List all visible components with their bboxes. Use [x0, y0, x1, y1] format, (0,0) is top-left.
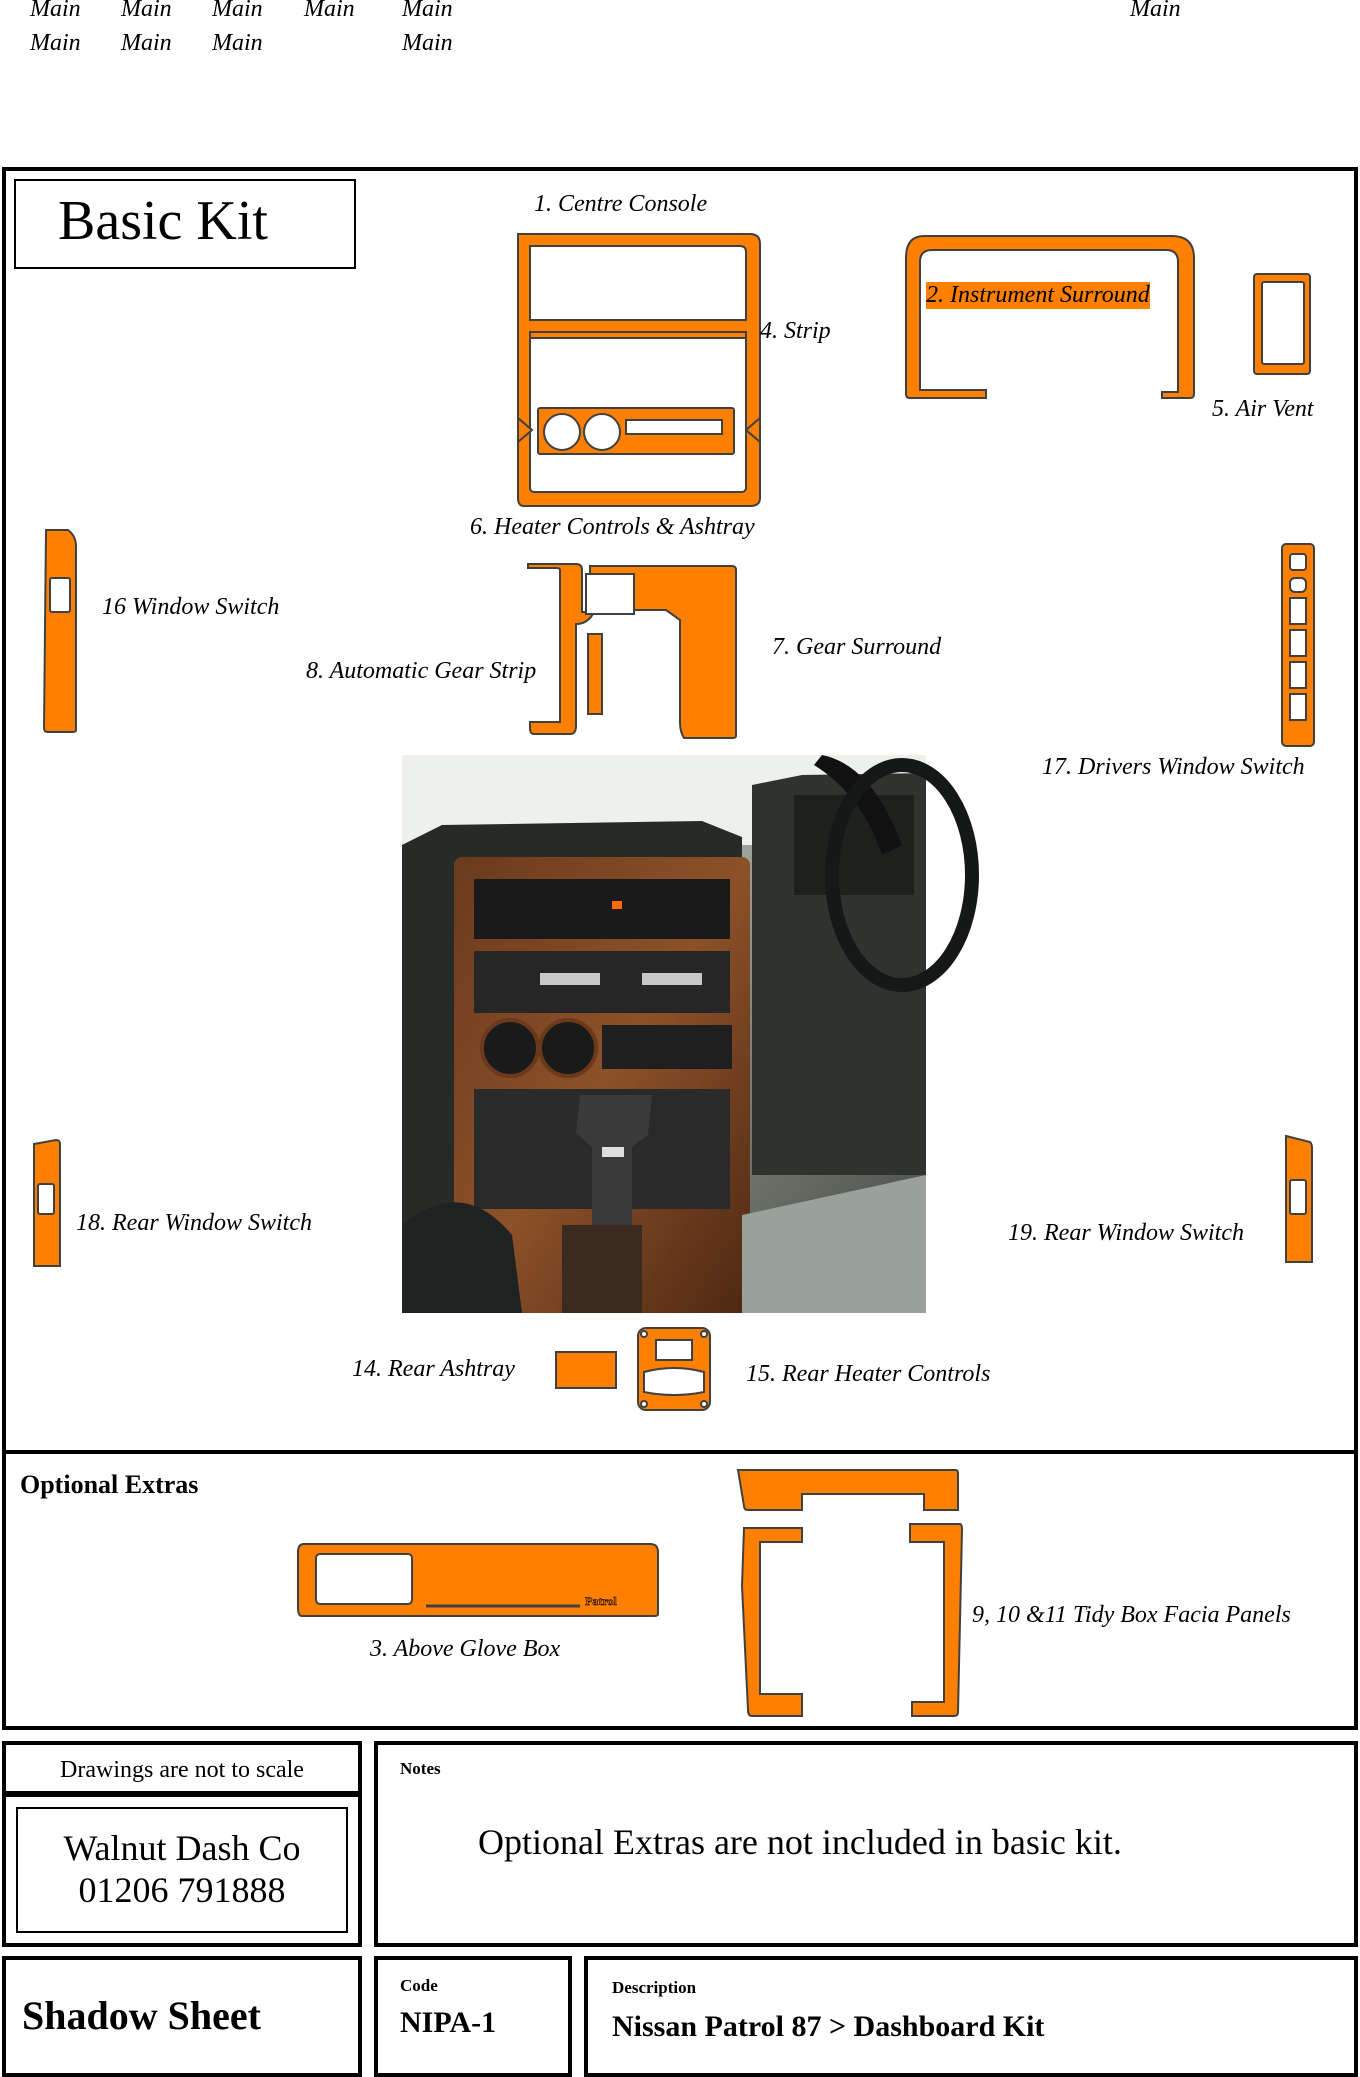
description-value: Nissan Patrol 87 > Dashboard Kit [612, 2010, 1045, 2043]
nav-link[interactable]: Main [30, 30, 81, 56]
glove-box-drawing [297, 1543, 659, 1617]
optional-extras-panel [2, 1450, 1358, 1730]
part-label: 9, 10 &11 Tidy Box Facia Panels [972, 1602, 1291, 1628]
company-phone: 01206 791888 [78, 1870, 286, 1910]
part-label: 15. Rear Heater Controls [746, 1361, 991, 1387]
part-label: 1. Centre Console [534, 191, 708, 217]
notes-heading: Notes [400, 1759, 441, 1778]
optional-extras-title: Optional Extras [20, 1470, 199, 1499]
part-label: 3. Above Glove Box [370, 1636, 561, 1662]
scale-note-box: Drawings are not to scale [2, 1741, 362, 1795]
code-heading: Code [400, 1976, 438, 1995]
nav-link[interactable]: Main [212, 30, 263, 56]
dashboard-photo [402, 755, 979, 1313]
basic-kit-title-box: Basic Kit [14, 179, 356, 269]
part-label: 16 Window Switch [102, 594, 280, 620]
rear-window-switch-19-drawing [1285, 1134, 1313, 1263]
gear-surround-drawing [527, 563, 737, 739]
basic-kit-title: Basic Kit [58, 190, 268, 252]
part-label: 2. Instrument Surround [926, 282, 1150, 309]
notes-text: Optional Extras are not included in basi… [478, 1822, 1122, 1862]
code-value: NIPA-1 [400, 2006, 497, 2039]
air-vent-drawing [1253, 273, 1311, 375]
tidy-box-drawing [736, 1469, 964, 1717]
instrument-surround-drawing [905, 235, 1195, 399]
part-label: 14. Rear Ashtray [352, 1356, 515, 1382]
scale-note: Drawings are not to scale [60, 1757, 304, 1783]
part-label: 19. Rear Window Switch [1008, 1220, 1244, 1246]
window-switch-16-drawing [42, 529, 77, 733]
centre-console-drawing [517, 233, 761, 507]
nav-link[interactable]: Main [402, 0, 453, 22]
part-label: 5. Air Vent [1212, 396, 1314, 422]
part-label: 6. Heater Controls & Ashtray [470, 514, 755, 540]
description-box: Description Nissan Patrol 87 > Dashboard… [584, 1956, 1358, 2077]
glove-box-badge: Patrol [585, 1594, 617, 1609]
nav-link[interactable]: Main [121, 0, 172, 22]
company-name: Walnut Dash Co [63, 1828, 301, 1868]
part-label: 18. Rear Window Switch [76, 1210, 312, 1236]
rear-heater-controls-drawing [637, 1327, 711, 1411]
part-label: 7. Gear Surround [772, 634, 942, 660]
nav-link[interactable]: Main [121, 30, 172, 56]
code-box: Code NIPA-1 [374, 1956, 572, 2077]
sheet-title: Shadow Sheet [22, 1993, 261, 2038]
nav-link[interactable]: Main [1130, 0, 1181, 22]
part-label: 8. Automatic Gear Strip [306, 658, 537, 684]
part-label: 4. Strip [760, 318, 831, 344]
company-inner-frame [16, 1807, 348, 1933]
nav-link[interactable]: Main [402, 30, 453, 56]
drivers-window-switch-drawing [1281, 543, 1315, 747]
company-box: Walnut Dash Co 01206 791888 [2, 1793, 362, 1947]
rear-window-switch-18-drawing [33, 1138, 61, 1267]
nav-link[interactable]: Main [30, 0, 81, 22]
nav-link[interactable]: Main [304, 0, 355, 22]
part-label: 17. Drivers Window Switch [1042, 754, 1305, 780]
sheet-title-box: Shadow Sheet [2, 1956, 362, 2077]
rear-ashtray-drawing [555, 1351, 617, 1389]
nav-link[interactable]: Main [212, 0, 263, 22]
description-heading: Description [612, 1978, 697, 1997]
notes-box: Notes Optional Extras are not included i… [374, 1741, 1358, 1947]
